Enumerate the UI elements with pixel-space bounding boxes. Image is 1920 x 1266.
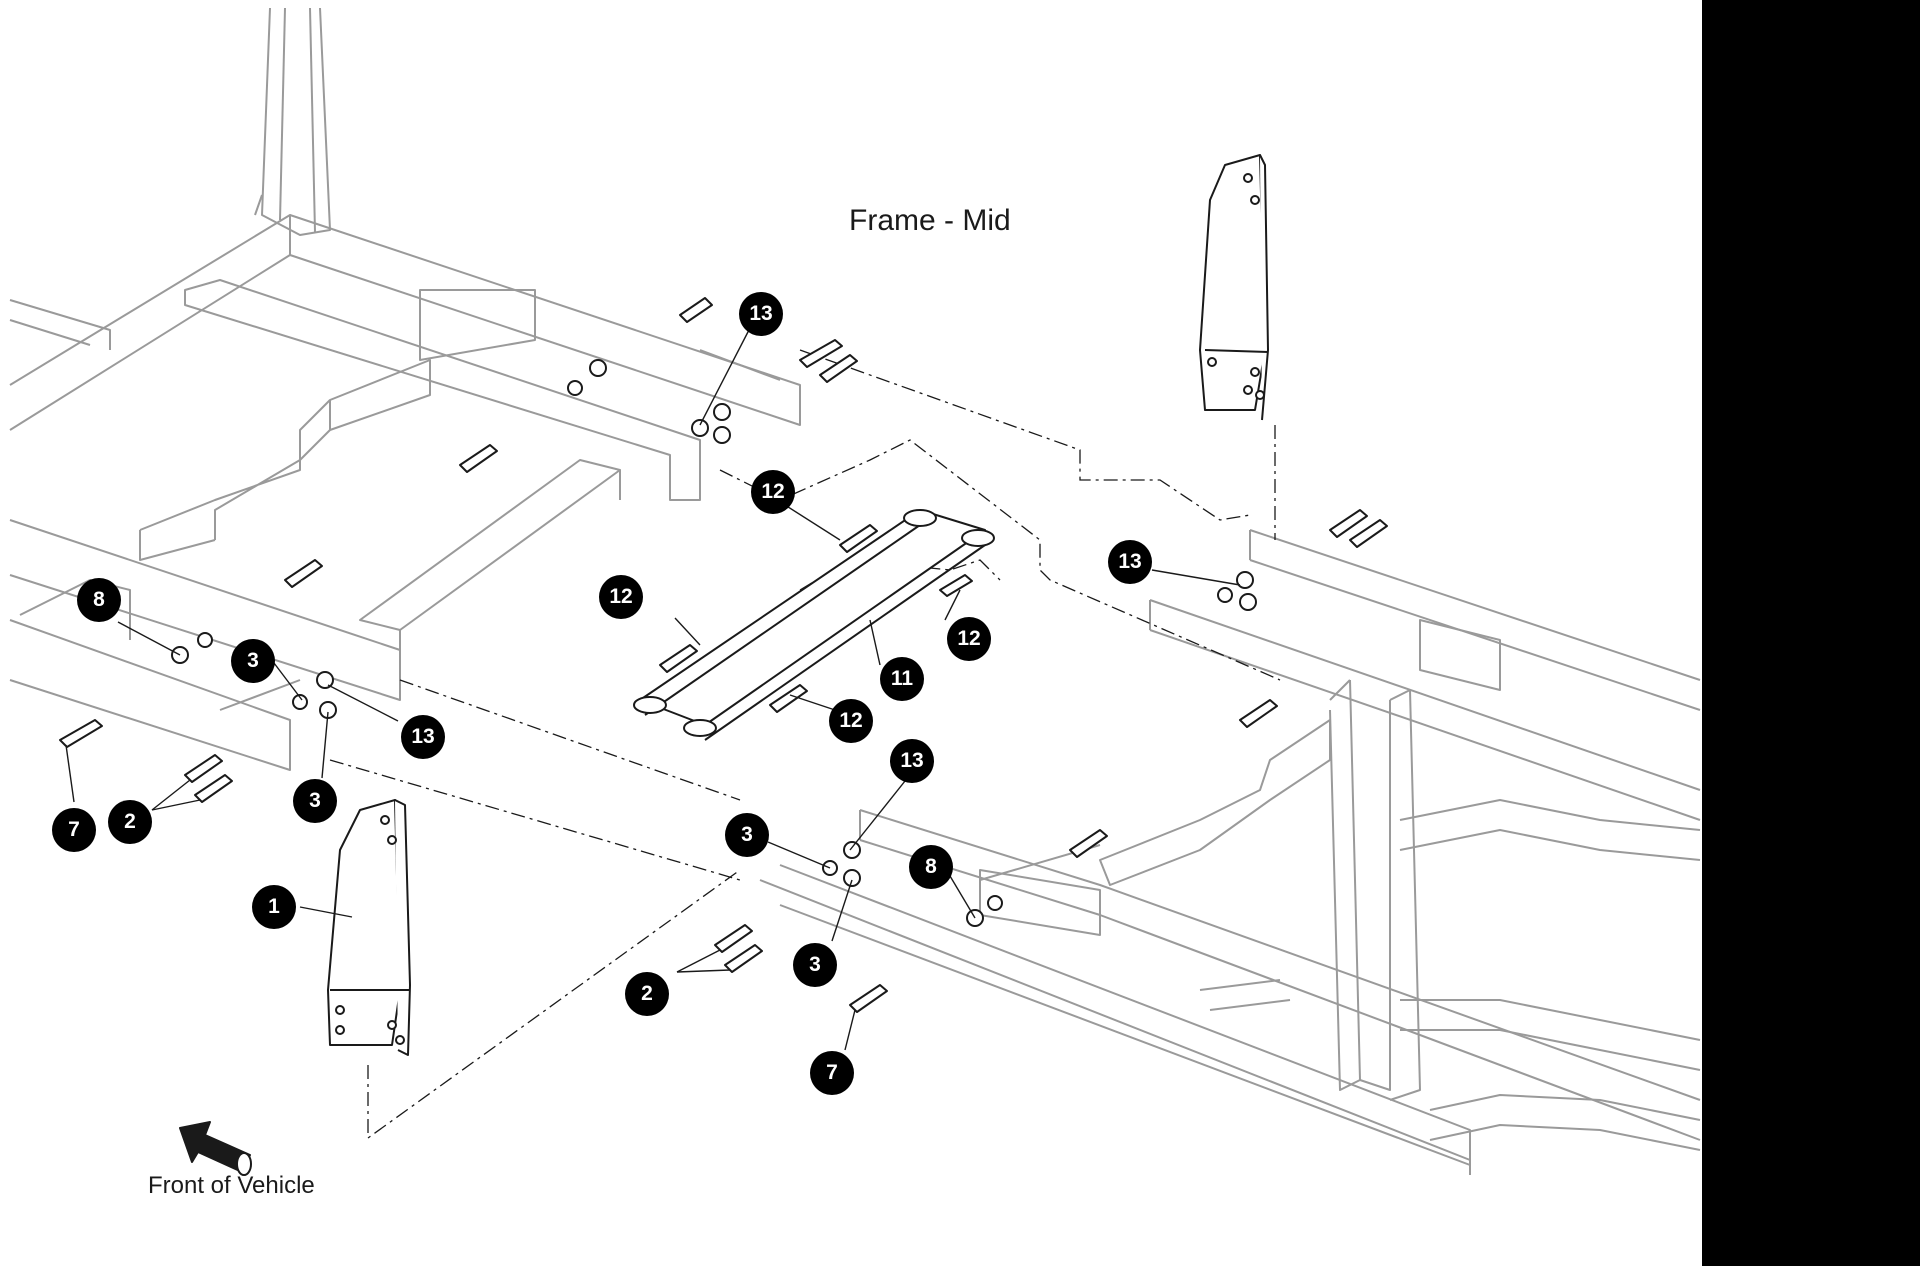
bolt-2-c: [714, 924, 753, 953]
nut-f: [1236, 571, 1254, 589]
parts: [59, 154, 1388, 1176]
nut-r: [987, 895, 1003, 911]
nut-k: [292, 694, 308, 710]
callout-13: 13: [739, 292, 783, 336]
callout-12: 12: [947, 617, 991, 661]
callout-2: 2: [108, 800, 152, 844]
front-arrow: [179, 1121, 252, 1176]
centre-rail: [359, 459, 621, 660]
bolt-2-d: [724, 944, 763, 973]
crossmember-kinked: [139, 359, 431, 561]
nut-b: [567, 380, 583, 396]
upper-crossmembers: [9, 279, 701, 501]
callout-leaders: [65, 327, 1241, 1051]
bolt-right-2: [1349, 519, 1388, 548]
bolt-12-d: [769, 684, 808, 713]
bolt-12-a: [839, 524, 878, 553]
bolt-12-b: [659, 644, 698, 673]
callout-12: 12: [829, 699, 873, 743]
frame-bracket-upper: [1199, 154, 1269, 421]
callout-8: 8: [909, 845, 953, 889]
bolt-top-2: [799, 339, 843, 368]
nut-l: [316, 671, 334, 689]
bolt-2-b: [194, 774, 233, 803]
nut-o: [843, 841, 861, 859]
bolt-2-a: [184, 754, 223, 783]
callout-3: 3: [793, 943, 837, 987]
crossmember-right: [979, 719, 1331, 886]
bolt-12-c: [939, 574, 973, 597]
nut-p: [843, 869, 861, 887]
callout-8: 8: [77, 578, 121, 622]
bolt-top-3: [819, 354, 858, 383]
bolt-right-1: [1329, 509, 1368, 538]
vehicle-frame: [9, 7, 1701, 1175]
right-rail-upper: [1149, 529, 1701, 821]
arched-rails: [1399, 799, 1701, 1151]
bolt-mid-2: [284, 559, 323, 588]
crossmember-blocks: [979, 619, 1501, 1011]
bolt-right-3: [1239, 699, 1278, 728]
nut-e: [713, 426, 731, 444]
callout-3: 3: [293, 779, 337, 823]
nut-j: [197, 632, 213, 648]
nut-d: [713, 403, 731, 421]
bolt-mid-1: [459, 444, 498, 473]
callout-3: 3: [725, 813, 769, 857]
frame-bracket-lower: [327, 799, 411, 1056]
bolt-7-a: [59, 719, 103, 748]
nut-a: [589, 359, 607, 377]
main-rail-front: [759, 809, 1701, 1175]
nut-g: [1217, 587, 1233, 603]
callout-12: 12: [599, 575, 643, 619]
side-border-band: [1702, 0, 1920, 1266]
nuts-washers: [171, 359, 1257, 927]
upright-post-rear: [254, 7, 331, 236]
callout-3: 3: [231, 639, 275, 683]
callout-7: 7: [52, 808, 96, 852]
callout-13: 13: [890, 739, 934, 783]
nut-h: [1239, 593, 1257, 611]
bolt-7-b: [849, 984, 888, 1013]
left-rail-upper: [9, 214, 801, 431]
callout-11: 11: [880, 657, 924, 701]
callout-12: 12: [751, 470, 795, 514]
bolts: [59, 297, 1388, 1013]
callout-7: 7: [810, 1051, 854, 1095]
callout-1: 1: [252, 885, 296, 929]
diagram-title: Frame - Mid: [849, 204, 1011, 237]
mid-support-bracket: [633, 509, 995, 741]
bolt-top-1: [679, 297, 713, 323]
upright-post-front: [1329, 679, 1421, 1101]
nut-c: [691, 419, 709, 437]
callout-2: 2: [625, 972, 669, 1016]
callout-13: 13: [1108, 540, 1152, 584]
bolt-right-4: [1069, 829, 1108, 858]
front-of-vehicle-label: Front of Vehicle: [148, 1172, 315, 1199]
callout-13: 13: [401, 715, 445, 759]
